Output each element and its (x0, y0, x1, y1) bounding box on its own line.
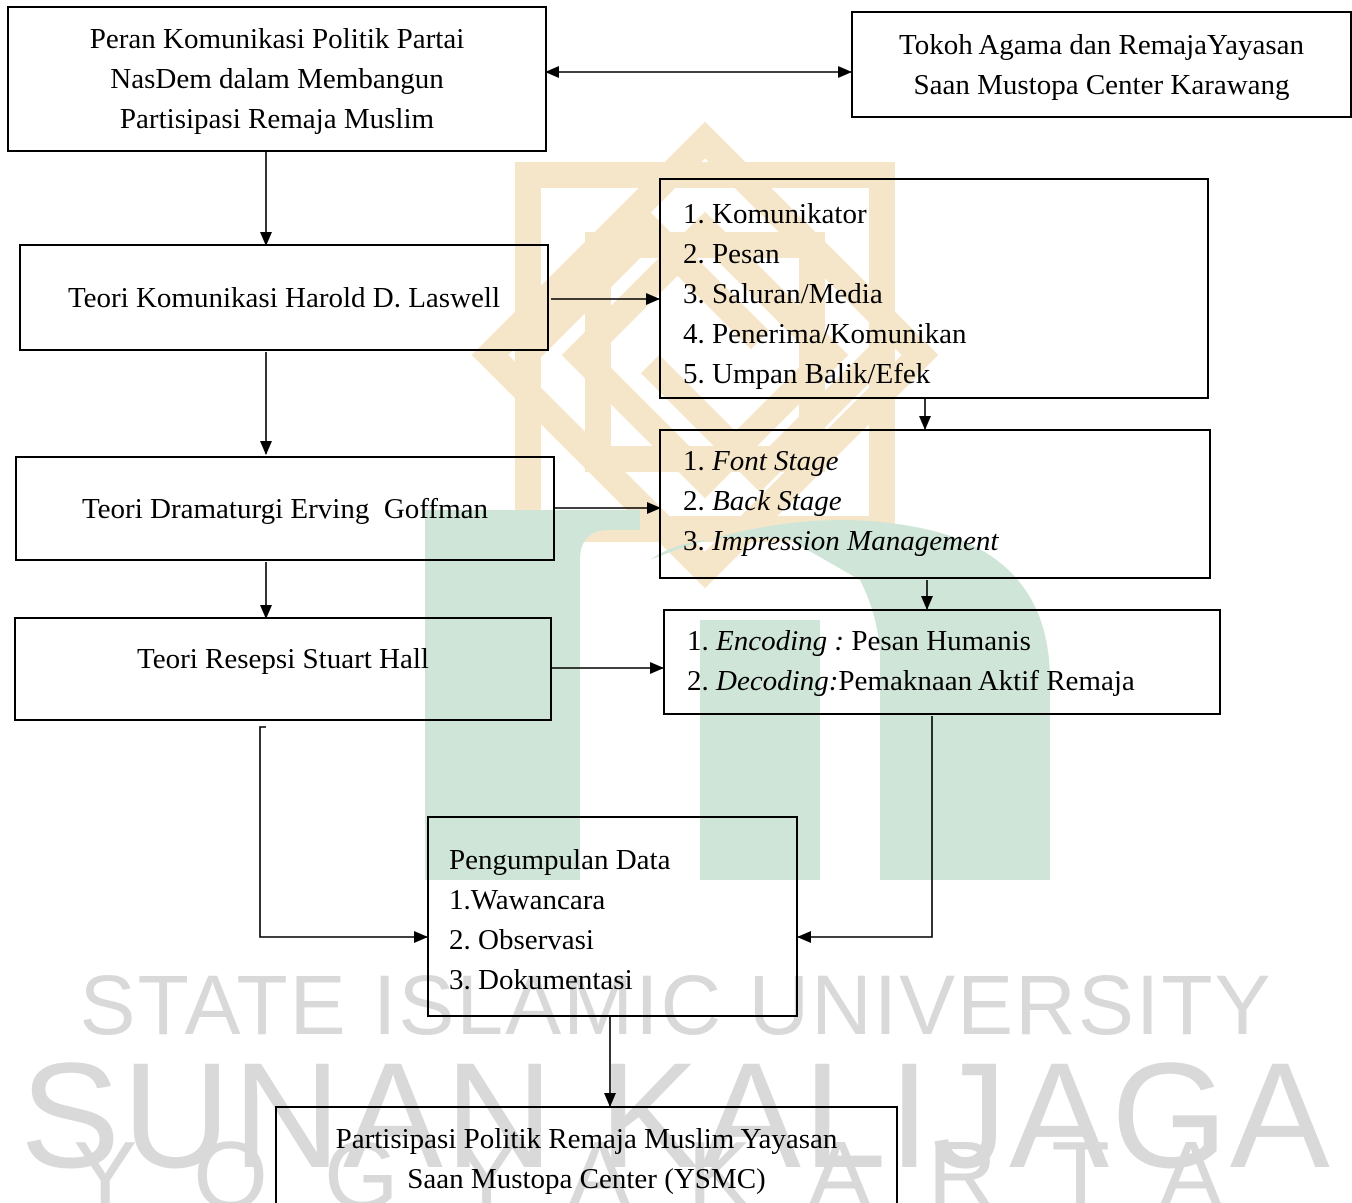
goffman-theory-box: Teori Dramaturgi Erving Goffman (15, 456, 555, 561)
result-line-1: Partisipasi Politik Remaja Muslim Yayasa… (335, 1122, 838, 1155)
reception-elements-box: 1. Encoding : Pesan Humanis 2. Decoding:… (663, 609, 1221, 715)
tokoh-line-1: Tokoh Agama dan RemajaYayasan (899, 28, 1304, 61)
result-line-2: Saan Mustopa Center (YSMC) (407, 1162, 766, 1195)
hall-item: 2. Decoding:Pemaknaan Aktif Remaja (687, 665, 1135, 697)
data-collection-item: 2. Observasi (449, 924, 594, 956)
goffman-item: 1. Font Stage (683, 445, 839, 477)
laswell-item: 4. Penerima/Komunikan (683, 318, 967, 350)
hall-theory-box: Teori Resepsi Stuart Hall (14, 617, 552, 721)
watermark-line-3: YOGYAKARTA (73, 1122, 1279, 1203)
laswell-theory-label: Teori Komunikasi Harold D. Laswell (67, 281, 501, 314)
result-box: Partisipasi Politik Remaja Muslim Yayasa… (275, 1106, 898, 1203)
hall-theory-label: Teori Resepsi Stuart Hall (137, 643, 429, 675)
hall-item: 1. Encoding : Pesan Humanis (687, 625, 1031, 657)
goffman-item: 2. Back Stage (683, 485, 842, 517)
dramaturgy-elements-box: 1. Font Stage 2. Back Stage 3. Impressio… (659, 429, 1211, 579)
laswell-item: 5. Umpan Balik/Efek (683, 358, 931, 390)
main-topic-line-1: Peran Komunikasi Politik Partai (89, 23, 465, 55)
data-collection-box: Pengumpulan Data 1.Wawancara 2. Observas… (427, 816, 798, 1017)
laswell-elements-box: 1. Komunikator 2. Pesan 3. Saluran/Media… (659, 178, 1209, 399)
goffman-theory-label: Teori Dramaturgi Erving Goffman (81, 492, 488, 525)
goffman-item: 3. Impression Management (683, 525, 999, 557)
tokoh-line-2: Saan Mustopa Center Karawang (913, 68, 1290, 101)
laswell-item: 3. Saluran/Media (683, 278, 883, 310)
laswell-theory-box: Teori Komunikasi Harold D. Laswell (19, 244, 549, 351)
watermark-line-1: STATE ISLAMIC UNIVERSITY (79, 958, 1273, 1052)
data-collection-item: 1.Wawancara (449, 884, 606, 916)
main-topic-box: Peran Komunikasi Politik Partai NasDem d… (7, 6, 547, 152)
arrow-hall-data (259, 726, 428, 943)
watermark-line-2: SUNAN KALIJAGA (20, 1031, 1332, 1199)
tokoh-box: Tokoh Agama dan RemajaYayasan Saan Musto… (851, 11, 1352, 118)
laswell-item: 1. Komunikator (683, 198, 867, 230)
main-topic-line-2: NasDem dalam Membangun (110, 63, 444, 95)
data-collection-item: 3. Dokumentasi (449, 964, 633, 996)
arrow-hall-list-data (797, 716, 933, 943)
main-topic-line-3: Partisipasi Remaja Muslim (119, 103, 435, 135)
data-collection-title: Pengumpulan Data (449, 844, 671, 876)
laswell-item: 2. Pesan (683, 238, 780, 270)
